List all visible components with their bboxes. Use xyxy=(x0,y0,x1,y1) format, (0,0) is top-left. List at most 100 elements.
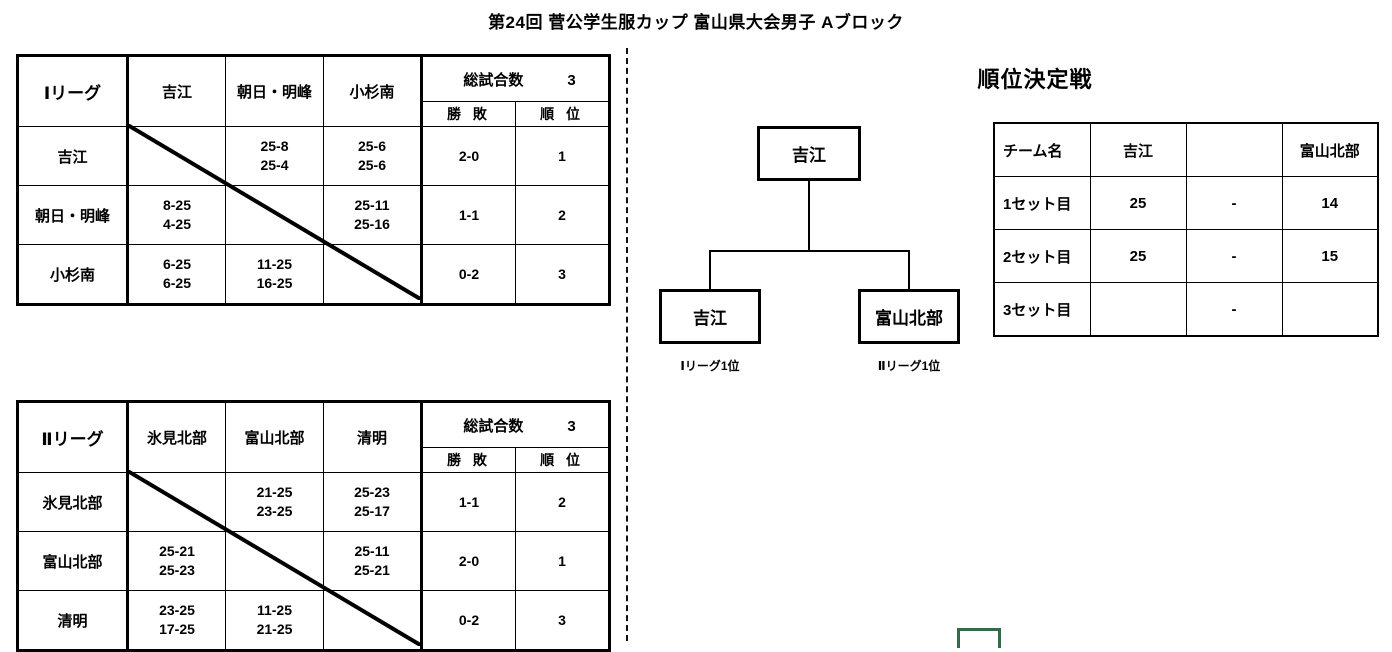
set-label: 3セット目 xyxy=(993,282,1091,337)
set-score-line: 25-6 xyxy=(357,138,387,155)
league-header-row: Ⅱリーグ 氷見北部 富山北部 清明 総試合数 3 xyxy=(16,400,612,473)
opponent-header-2: 清明 xyxy=(323,400,422,473)
result-cell: 8-25 4-25 xyxy=(126,185,226,245)
set-score-line: 4-25 xyxy=(162,216,192,232)
table-row: 氷見北部 21-25 23-25 25-23 25-17 1-1 2 xyxy=(16,472,612,532)
set-separator: - xyxy=(1185,229,1283,283)
league-name: Ⅰリーグ xyxy=(16,54,128,127)
win-loss-header: 勝 敗 xyxy=(420,447,516,473)
set-score-line: 11-25 xyxy=(256,256,293,273)
win-loss-value: 1-1 xyxy=(420,472,516,532)
set-home-score xyxy=(1089,282,1187,337)
total-matches-label: 総試合数 xyxy=(463,417,524,435)
set-score-line: 25-11 xyxy=(354,197,390,214)
league-subheader-row: 勝 敗 順 位 xyxy=(18,101,612,127)
result-cell-diagonal xyxy=(323,244,422,306)
set-away-score: 14 xyxy=(1281,176,1379,230)
set-score-line: 16-25 xyxy=(256,275,293,291)
set-separator: - xyxy=(1185,176,1283,230)
league-table-2: Ⅱリーグ 氷見北部 富山北部 清明 総試合数 3 勝 敗 順 位 氷見北部 21-… xyxy=(16,400,612,652)
bracket-connector-horizontal xyxy=(709,250,910,252)
win-loss-value: 2-0 xyxy=(420,531,516,591)
set-score-line: 6-25 xyxy=(162,256,192,273)
total-matches-value: 3 xyxy=(567,71,576,89)
row-team-name: 小杉南 xyxy=(16,244,128,306)
total-matches-value: 3 xyxy=(567,417,576,435)
table-row: 1セット目 25 - 14 xyxy=(993,176,1379,230)
score-header-away: 富山北部 xyxy=(1281,122,1379,177)
bracket-champion-label: 吉江 xyxy=(792,146,826,165)
result-cell: 25-8 25-4 xyxy=(225,126,324,186)
win-loss-value: 1-1 xyxy=(420,185,516,245)
set-score-line: 23-25 xyxy=(256,503,293,519)
set-home-score: 25 xyxy=(1089,176,1187,230)
result-cell: 6-25 6-25 xyxy=(126,244,226,306)
rank-header: 順 位 xyxy=(514,101,612,127)
set-score-line: 25-4 xyxy=(260,157,289,173)
bracket-right-caption: Ⅱリーグ1位 xyxy=(877,359,941,373)
bracket-left-label: 吉江 xyxy=(693,309,727,328)
page-title: 第24回 菅公学生服カップ 富山県大会男子 Aブロック xyxy=(488,13,904,32)
set-score-line: 8-25 xyxy=(162,197,192,214)
set-score-line: 25-23 xyxy=(354,484,390,501)
win-loss-value: 0-2 xyxy=(420,590,516,652)
table-row: 小杉南 6-25 6-25 11-25 16-25 0-2 3 xyxy=(16,244,612,306)
set-score-line: 23-25 xyxy=(159,602,195,619)
table-row: 吉江 25-8 25-4 25-6 25-6 2-0 1 xyxy=(16,126,612,186)
set-score-line: 21-25 xyxy=(256,621,293,637)
rank-value: 3 xyxy=(514,590,612,652)
bracket-right-box: 富山北部 xyxy=(858,289,960,344)
set-home-score: 25 xyxy=(1089,229,1187,283)
opponent-header-0: 吉江 xyxy=(126,54,226,127)
playoff-heading: 順位決定戦 xyxy=(977,67,1093,92)
row-team-name: 氷見北部 xyxy=(16,472,128,532)
league-table-1: Ⅰリーグ 吉江 朝日・明峰 小杉南 総試合数 3 勝 敗 順 位 吉江 25-8 … xyxy=(16,54,612,306)
set-score-line: 11-25 xyxy=(256,602,293,619)
rank-value: 2 xyxy=(514,472,612,532)
result-cell-diagonal xyxy=(225,531,324,591)
table-row: 2セット目 25 - 15 xyxy=(993,229,1379,283)
result-cell: 11-25 16-25 xyxy=(225,244,324,306)
set-score-line: 25-11 xyxy=(354,543,390,560)
playoff-score-table: チーム名 吉江 富山北部 1セット目 25 - 14 2セット目 25 - 15… xyxy=(993,122,1379,337)
set-away-score: 15 xyxy=(1281,229,1379,283)
set-score-line: 25-8 xyxy=(260,138,289,155)
result-cell: 21-25 23-25 xyxy=(225,472,324,532)
set-score-line: 25-17 xyxy=(354,503,390,519)
score-header-team: チーム名 xyxy=(993,122,1091,177)
opponent-header-0: 氷見北部 xyxy=(126,400,226,473)
bracket-connector-vertical-top xyxy=(808,181,810,251)
total-matches-label: 総試合数 xyxy=(463,71,524,89)
green-box-stub xyxy=(957,628,1001,648)
score-header-row: チーム名 吉江 富山北部 xyxy=(993,122,1379,177)
bracket-right-label: 富山北部 xyxy=(875,309,943,328)
score-header-separator xyxy=(1185,122,1283,177)
table-row: 朝日・明峰 8-25 4-25 25-11 25-16 1-1 2 xyxy=(16,185,612,245)
set-score-line: 6-25 xyxy=(162,275,192,291)
rank-value: 2 xyxy=(514,185,612,245)
result-cell-diagonal xyxy=(126,126,226,186)
bracket-champion-box: 吉江 xyxy=(757,126,861,181)
row-team-name: 清明 xyxy=(16,590,128,652)
row-team-name: 富山北部 xyxy=(16,531,128,591)
total-matches-cell: 総試合数 3 xyxy=(419,400,612,448)
result-cell: 11-25 21-25 xyxy=(225,590,324,652)
result-cell-diagonal xyxy=(323,590,422,652)
result-cell: 25-11 25-16 xyxy=(323,185,422,245)
result-cell-diagonal xyxy=(126,472,226,532)
league-name: Ⅱリーグ xyxy=(16,400,128,473)
rank-header: 順 位 xyxy=(514,447,612,473)
result-cell: 25-23 25-17 xyxy=(323,472,422,532)
opponent-header-1: 富山北部 xyxy=(225,400,324,473)
result-cell-diagonal xyxy=(225,185,324,245)
bracket-left-caption: Ⅰリーグ1位 xyxy=(680,359,740,373)
rank-value: 1 xyxy=(514,126,612,186)
set-score-line: 25-23 xyxy=(159,562,195,578)
set-label: 2セット目 xyxy=(993,229,1091,283)
win-loss-header: 勝 敗 xyxy=(420,101,516,127)
result-cell: 23-25 17-25 xyxy=(126,590,226,652)
bracket-connector-vertical-right xyxy=(908,250,910,290)
opponent-header-1: 朝日・明峰 xyxy=(225,54,324,127)
win-loss-value: 0-2 xyxy=(420,244,516,306)
